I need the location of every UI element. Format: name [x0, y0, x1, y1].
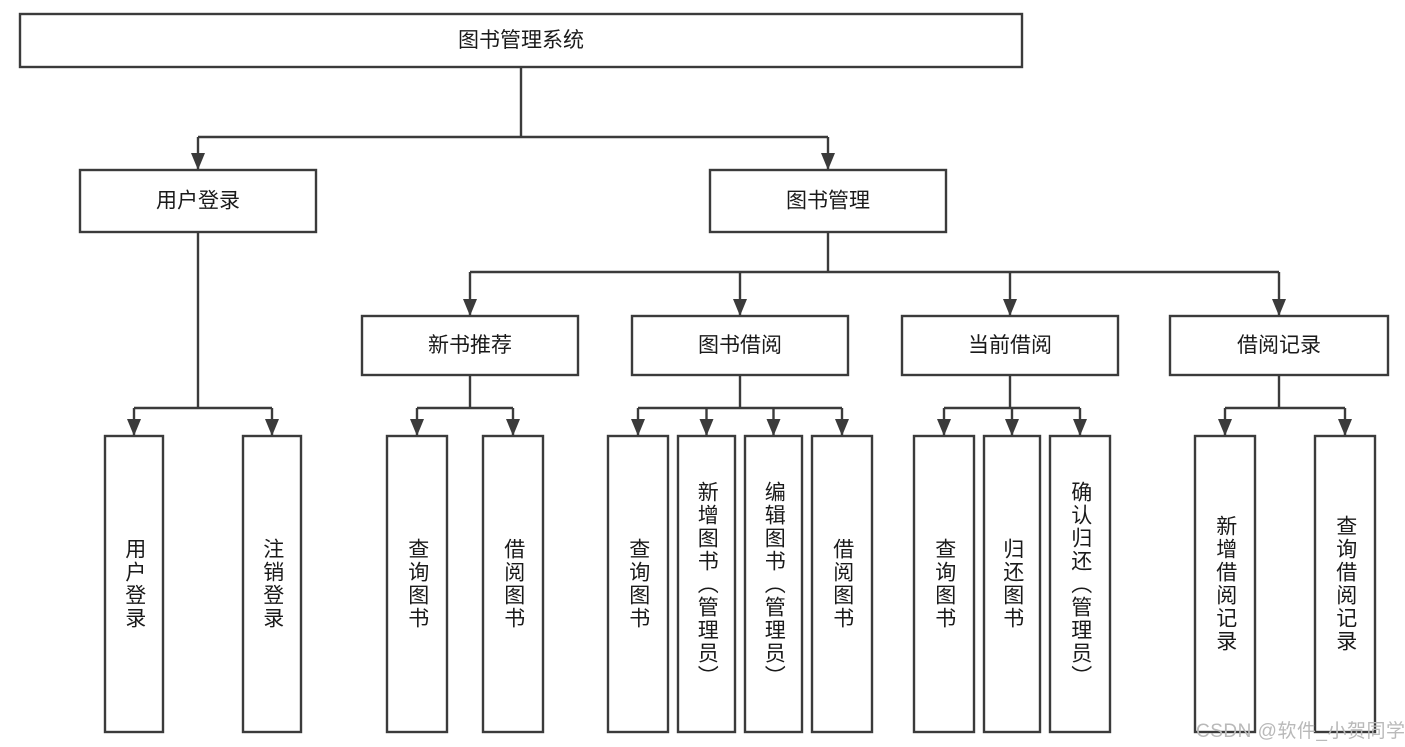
node-box-leaf-edit-book[interactable] — [743, 434, 804, 734]
node-label-root: 图书管理系统 — [458, 29, 584, 52]
connector-layer — [127, 67, 1352, 436]
node-box-leaf-query-book-borrow[interactable] — [606, 434, 670, 734]
arrow-head-icon — [410, 419, 424, 436]
node-box-leaf-add-borrow-record[interactable] — [1193, 434, 1257, 734]
node-label-leaf-return-book: 归还图书 — [1000, 538, 1024, 630]
arrow-head-icon — [1272, 299, 1286, 316]
arrow-head-icon — [191, 153, 205, 170]
node-box-leaf-query-book-current[interactable] — [912, 434, 976, 734]
node-label-leaf-add-borrow-record: 新增借阅记录 — [1213, 515, 1237, 653]
node-box-root[interactable] — [18, 12, 1024, 69]
arrow-head-icon — [1005, 419, 1019, 436]
node-label-new-book-recommend: 新书推荐 — [428, 334, 512, 357]
node-box-leaf-user-logout[interactable] — [241, 434, 303, 734]
node-box-book-borrow[interactable] — [630, 314, 850, 377]
node-label-borrow-record: 借阅记录 — [1237, 334, 1321, 357]
arrow-head-icon — [463, 299, 477, 316]
node-label-leaf-confirm-return: 确认归还（管理员） — [1068, 480, 1092, 688]
node-label-leaf-add-book: 新增图书（管理员） — [695, 480, 719, 688]
node-label-leaf-query-book-current: 查询图书 — [932, 538, 956, 630]
arrow-head-icon — [1218, 419, 1232, 436]
node-box-leaf-user-login[interactable] — [103, 434, 165, 734]
arrow-head-icon — [835, 419, 849, 436]
arrow-head-icon — [127, 419, 141, 436]
arrow-head-icon — [821, 153, 835, 170]
watermark-text: CSDN @软件_小贺同学 — [1196, 721, 1405, 742]
node-box-borrow-record[interactable] — [1168, 314, 1390, 377]
node-label-leaf-user-login: 用户登录 — [122, 538, 146, 630]
node-label-leaf-query-book-borrow: 查询图书 — [626, 538, 650, 630]
node-label-leaf-query-book-recommend: 查询图书 — [405, 538, 429, 630]
node-label-leaf-borrow-book-recommend: 借阅图书 — [501, 538, 525, 630]
node-label-current-borrow: 当前借阅 — [968, 334, 1052, 357]
arrow-head-icon — [699, 419, 714, 436]
node-label-leaf-borrow-book: 借阅图书 — [830, 538, 854, 630]
node-box-leaf-add-book[interactable] — [676, 434, 737, 734]
node-box-leaf-confirm-return[interactable] — [1048, 434, 1112, 734]
arrow-head-icon — [1338, 419, 1352, 436]
arrow-head-icon — [506, 419, 520, 436]
arrow-head-icon — [631, 419, 645, 436]
node-label-user-login: 用户登录 — [156, 190, 240, 213]
node-box-book-management[interactable] — [708, 168, 948, 234]
node-label-leaf-user-logout: 注销登录 — [260, 538, 284, 630]
arrow-head-icon — [1073, 419, 1087, 436]
node-box-leaf-query-book-recommend[interactable] — [385, 434, 449, 734]
node-box-user-login[interactable] — [78, 168, 318, 234]
node-label-book-management: 图书管理 — [786, 190, 870, 213]
arrow-head-icon — [733, 299, 747, 316]
arrow-head-icon — [265, 419, 279, 436]
arrow-head-icon — [937, 419, 951, 436]
arrow-head-icon — [1003, 299, 1017, 316]
node-box-leaf-query-borrow-record[interactable] — [1313, 434, 1377, 734]
node-box-leaf-borrow-book[interactable] — [810, 434, 874, 734]
node-box-current-borrow[interactable] — [900, 314, 1120, 377]
node-label-leaf-query-borrow-record: 查询借阅记录 — [1333, 515, 1357, 653]
node-label-leaf-edit-book: 编辑图书（管理员） — [762, 480, 786, 688]
node-box-leaf-borrow-book-recommend[interactable] — [481, 434, 545, 734]
node-box-new-book-recommend[interactable] — [360, 314, 580, 377]
node-box-leaf-return-book[interactable] — [982, 434, 1042, 734]
node-label-book-borrow: 图书借阅 — [698, 334, 782, 357]
arrow-head-icon — [766, 419, 781, 436]
